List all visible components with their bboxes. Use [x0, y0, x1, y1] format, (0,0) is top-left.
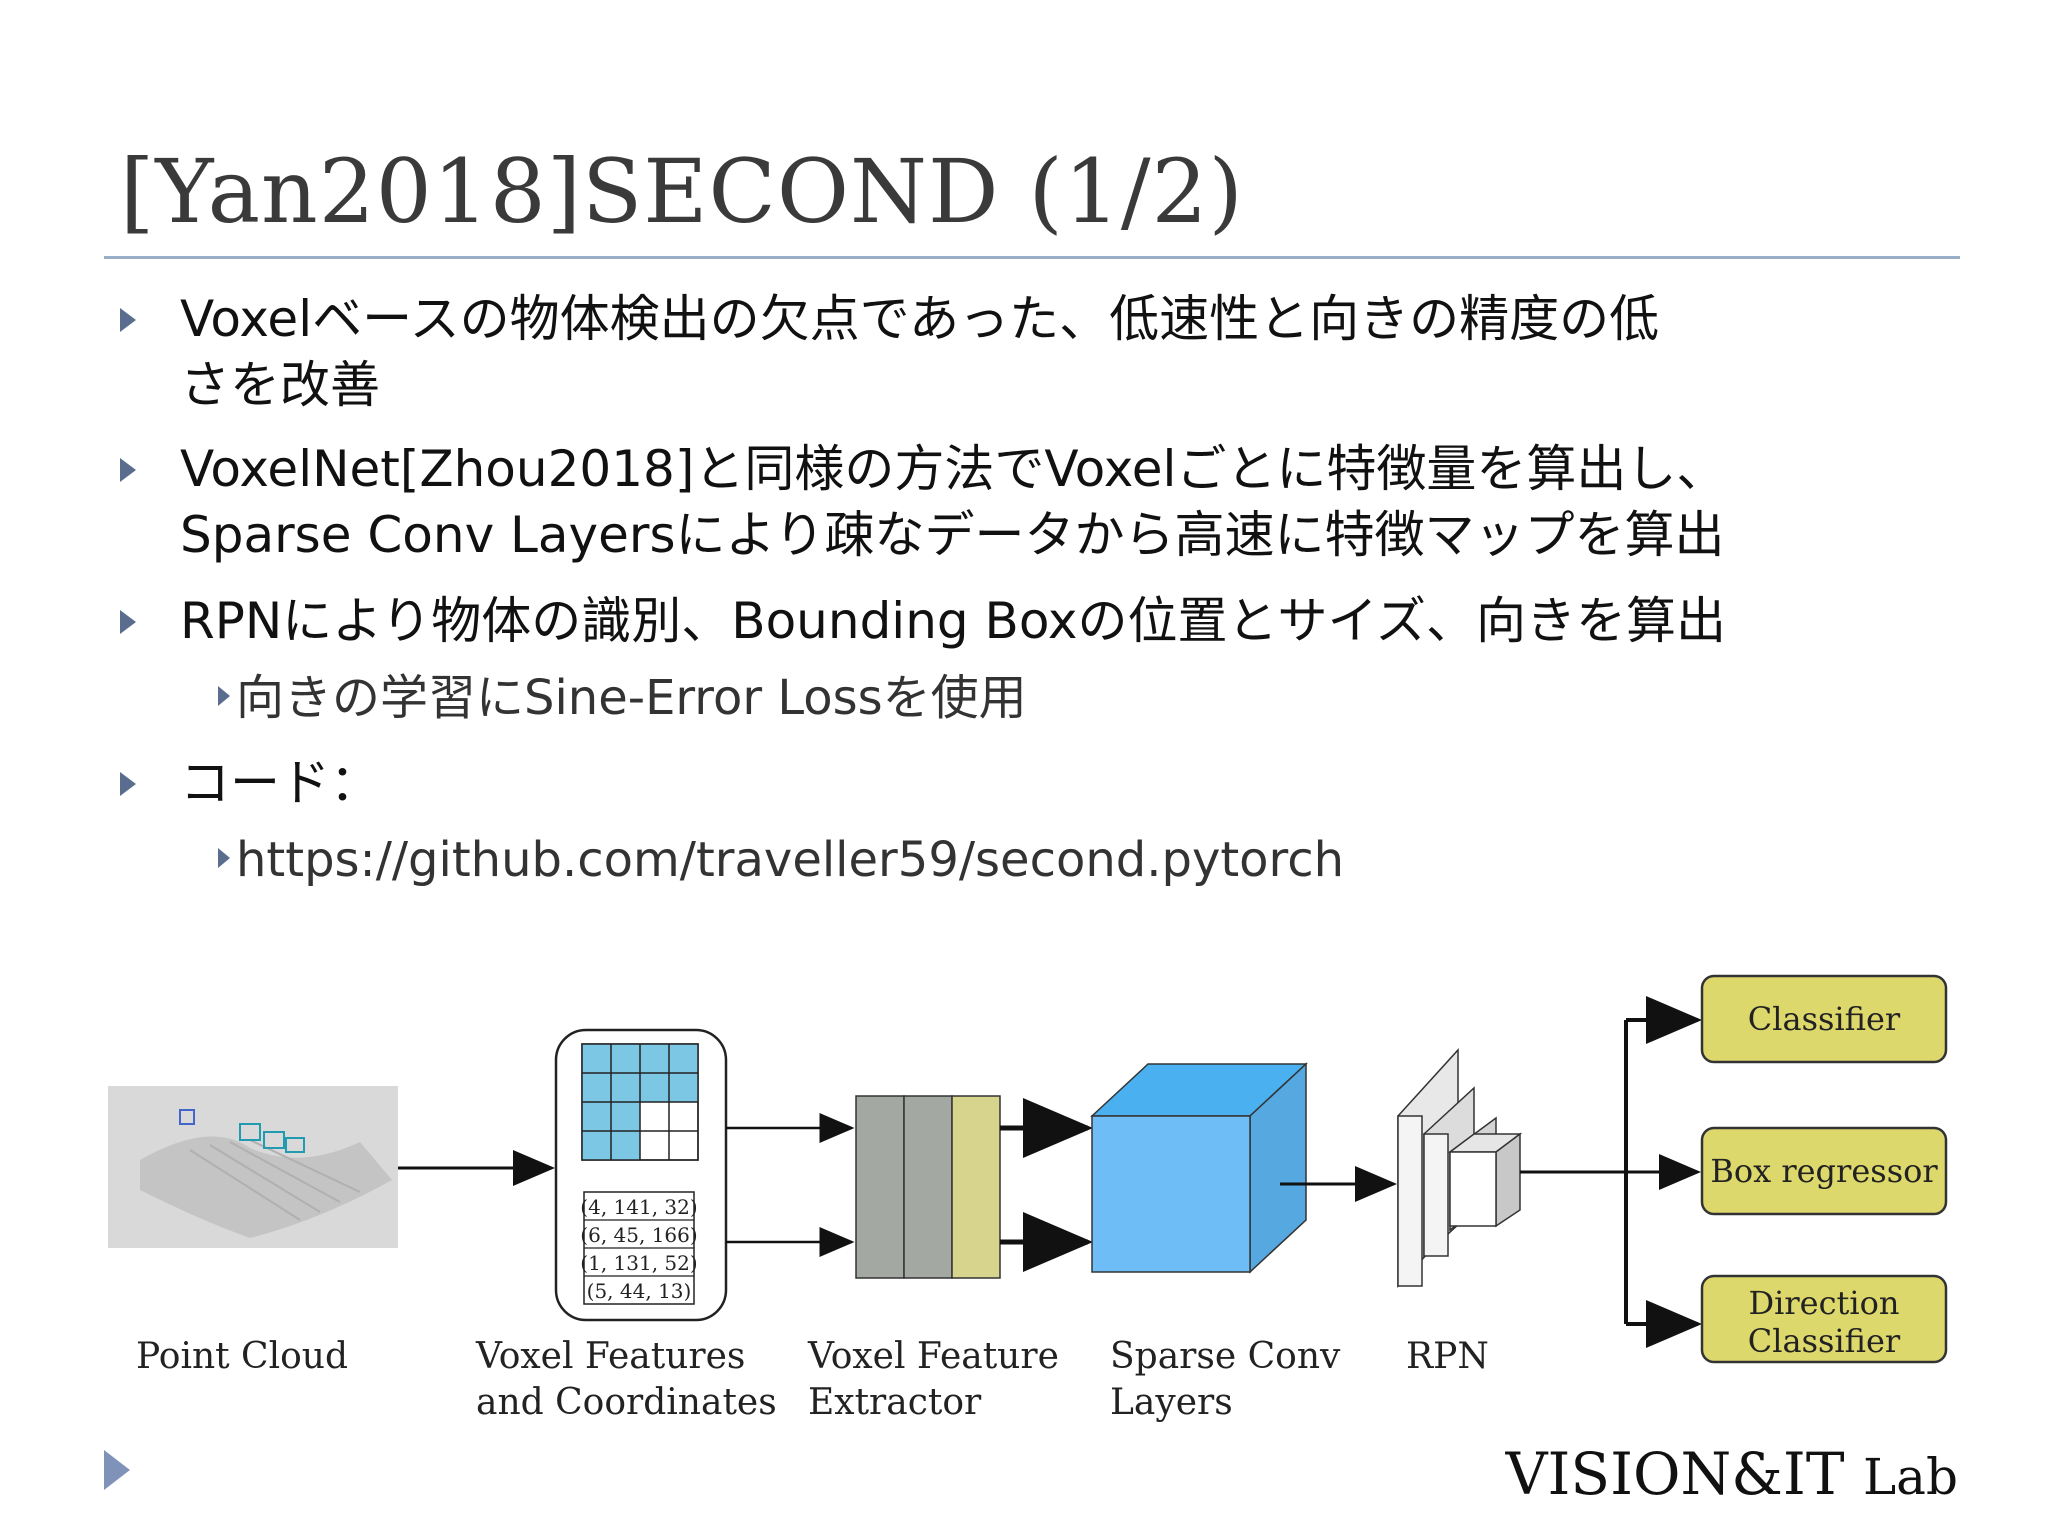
classifier-label: Classifier	[1748, 1000, 1901, 1038]
logo-main: VISION&IT	[1505, 1440, 1845, 1508]
slide-title: [Yan2018]SECOND (1/2)	[120, 140, 1244, 243]
bullet-4-line-1: コード：	[180, 754, 380, 812]
label-point-cloud: Point Cloud	[136, 1336, 348, 1377]
bullet-2-line-2: Sparse Conv Layersにより疎なデータから高速に特徴マップを算出	[180, 506, 1725, 564]
sub-arrow-icon	[218, 848, 230, 868]
label-rpn: RPN	[1406, 1336, 1489, 1377]
footer-arrow-icon	[104, 1450, 130, 1490]
logo-lab: Lab	[1862, 1448, 1958, 1506]
direction-label-2: Classifier	[1748, 1322, 1901, 1360]
label-sparse-2: Layers	[1110, 1382, 1233, 1423]
voxel-feature-frame	[554, 1028, 728, 1322]
bullet-1-line-2: さを改善	[180, 356, 380, 414]
label-extractor-2: Extractor	[808, 1382, 982, 1423]
box-regressor-label: Box regressor	[1710, 1152, 1938, 1190]
coord-2: (6, 45, 166)	[580, 1223, 697, 1247]
sparse-conv-cube	[1090, 1062, 1308, 1274]
direction-classifier-box	[1700, 1274, 1948, 1364]
label-voxel-features-2: and Coordinates	[476, 1382, 777, 1423]
sub-arrow-icon	[218, 686, 230, 706]
label-sparse-1: Sparse Conv	[1110, 1336, 1341, 1377]
bullet-arrow-icon	[120, 610, 136, 634]
bullet-3-line-1: RPNにより物体の識別、Bounding Boxの位置とサイズ、向きを算出	[180, 592, 1726, 650]
direction-label-1: Direction	[1748, 1284, 1899, 1322]
coord-4: (5, 44, 13)	[587, 1279, 692, 1303]
bullet-arrow-icon	[120, 308, 136, 332]
bullet-1-line-1: Voxelベースの物体検出の欠点であった、低速性と向きの精度の低	[180, 290, 1660, 348]
coord-3: (1, 131, 52)	[580, 1251, 697, 1275]
bullet-arrow-icon	[120, 772, 136, 796]
coord-1: (4, 141, 32)	[580, 1195, 697, 1219]
bullet-3-sub-text: 向きの学習にSine-Error Lossを使用	[236, 670, 1027, 726]
classifier-box	[1700, 974, 1948, 1064]
voxel-feature-extractor	[855, 1095, 1001, 1279]
coordinate-list: (4, 141, 32) (6, 45, 166) (1, 131, 52) (…	[580, 1191, 698, 1305]
title-divider	[104, 256, 1960, 259]
box-regressor-box	[1700, 1126, 1948, 1216]
rpn-block	[1397, 1048, 1523, 1288]
bullet-arrow-icon	[120, 458, 136, 482]
architecture-diagram: (4, 141, 32) (6, 45, 166) (1, 131, 52) (…	[108, 974, 1948, 1423]
lab-logo: VISION&IT Lab	[1506, 1440, 1958, 1508]
label-extractor-1: Voxel Feature	[807, 1336, 1059, 1377]
voxel-grid	[581, 1043, 699, 1161]
code-link[interactable]: https://github.com/traveller59/second.py…	[236, 832, 1345, 888]
point-cloud-image	[108, 1086, 398, 1248]
bullet-2-line-1: VoxelNet[Zhou2018]と同様の方法でVoxelごとに特徴量を算出し…	[180, 440, 1727, 498]
label-voxel-features-1: Voxel Features	[475, 1336, 745, 1377]
